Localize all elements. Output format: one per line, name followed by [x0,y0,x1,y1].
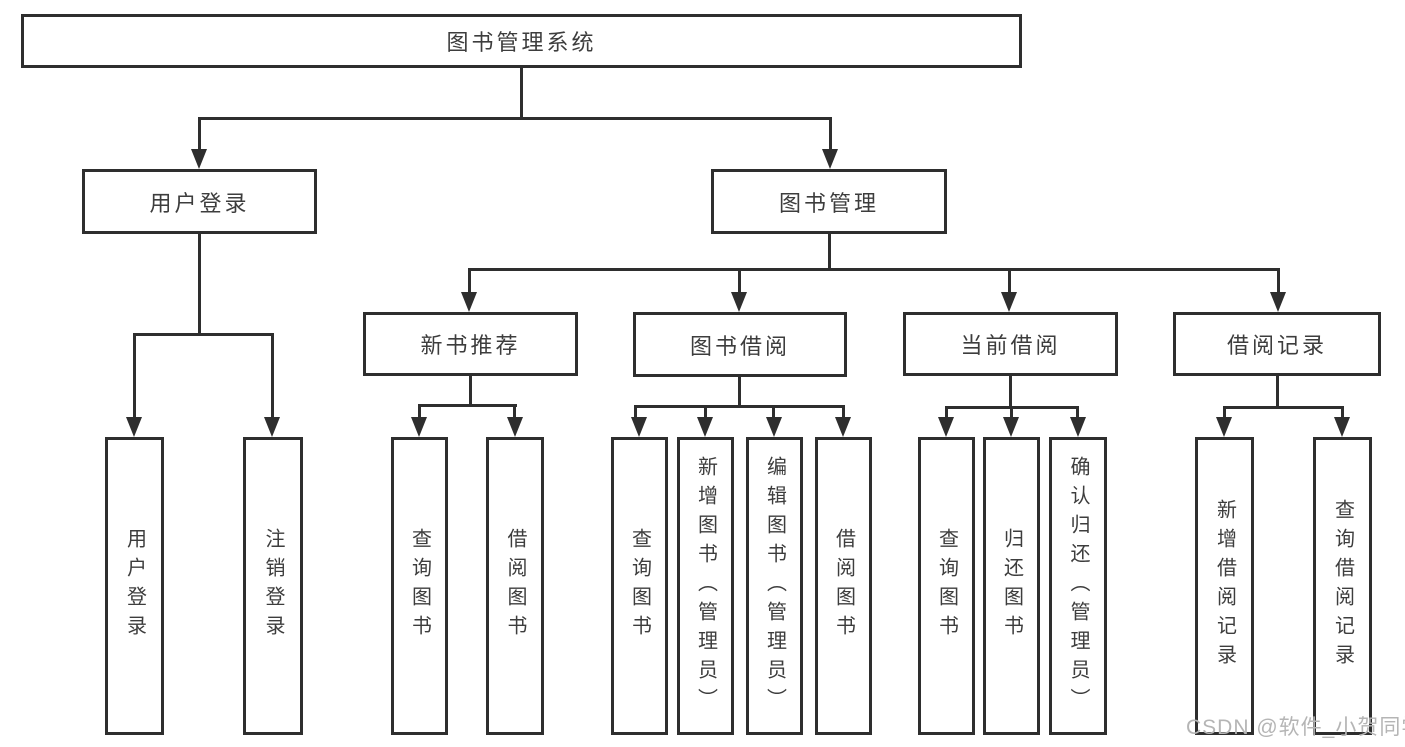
leaf-label: 查询图书 [408,528,431,644]
arrowhead-add-books [697,417,713,437]
connector-borrowing-records-rail [1223,406,1344,409]
arrowhead-book-management [822,149,838,169]
leaf-edit-books-admin: 编辑图书（管理员） [746,437,803,735]
connector-drop-borrowing-records [1277,268,1280,294]
leaf-label: 借阅图书 [504,528,526,644]
node-label: 借阅记录 [1226,333,1327,358]
arrowhead-borrow-books-recommend [507,417,523,437]
connector-drop-borrow-books-borrowing [842,405,845,421]
connector-drop-query-record [1341,406,1344,421]
arrowhead-query-record [1334,417,1350,437]
leaf-label: 查询图书 [628,528,651,644]
connector-level2-rail [468,268,1280,271]
leaf-add-borrow-record: 新增借阅记录 [1195,437,1254,735]
connector-new-book-rail [418,404,517,407]
connector-drop-borrow-books-recommend [513,404,516,421]
connector-new-book-stem [469,376,472,407]
leaf-query-books-recommend: 查询图书 [391,437,448,735]
leaf-query-books-current: 查询图书 [918,437,975,735]
connector-drop-confirm-return [1076,406,1079,421]
connector-level1-rail [198,117,832,120]
leaf-borrow-books-borrowing: 借阅图书 [815,437,872,735]
connector-drop-new-book [468,268,471,294]
leaf-label: 确认归还（管理员） [1067,455,1089,717]
leaf-label: 注销登录 [262,528,284,644]
arrowhead-current-borrowing [1001,292,1017,312]
connector-drop-return-books [1010,406,1013,421]
arrowhead-add-record [1216,417,1232,437]
node-new-book-recommendation: 新书推荐 [363,312,578,376]
leaf-label: 新增借阅记录 [1213,499,1236,673]
leaf-label: 查询图书 [935,528,958,644]
arrowhead-confirm-return [1070,417,1086,437]
leaf-logout: 注销登录 [243,437,303,735]
connector-drop-current-borrowing [1008,268,1011,294]
connector-drop-user-login [198,117,201,152]
connector-current-borrowing-stem [1009,376,1012,408]
leaf-label: 查询借阅记录 [1331,499,1354,673]
arrowhead-user-login [191,149,207,169]
leaf-label: 新增图书（管理员） [694,455,717,717]
leaf-confirm-return-admin: 确认归还（管理员） [1049,437,1107,735]
arrowhead-query-books-current [938,417,954,437]
connector-drop-leaf-logout [271,333,274,421]
node-book-borrowing: 图书借阅 [633,312,847,377]
leaf-label: 归还图书 [1000,528,1023,644]
leaf-query-books-borrowing: 查询图书 [611,437,668,735]
leaf-add-books-admin: 新增图书（管理员） [677,437,734,735]
connector-drop-query-books-borrowing [634,405,637,421]
leaf-label: 编辑图书（管理员） [763,455,786,717]
arrowhead-query-books-borrowing [631,417,647,437]
arrowhead-leaf-logout [264,417,280,437]
arrowhead-return-books [1003,417,1019,437]
node-current-borrowing: 当前借阅 [903,312,1118,376]
arrowhead-leaf-login [126,417,142,437]
connector-book-borrowing-rail [634,405,845,408]
node-label: 当前借阅 [960,333,1061,358]
arrowhead-borrow-books-borrowing [835,417,851,437]
connector-book-borrowing-stem [738,377,741,407]
connector-drop-query-books-recommend [418,404,421,421]
node-label: 图书借阅 [689,333,790,359]
arrowhead-borrowing-records [1270,292,1286,312]
leaf-label: 借阅图书 [832,528,855,644]
node-borrowing-records: 借阅记录 [1173,312,1381,376]
node-label: 图书管理 [778,190,879,216]
connector-drop-book-borrowing [738,268,741,294]
arrowhead-new-book [461,292,477,312]
connector-root-stem [520,68,523,120]
connector-drop-book-management [829,117,832,152]
connector-user-login-stem [198,234,201,335]
leaf-query-borrow-record: 查询借阅记录 [1313,437,1372,735]
connector-drop-leaf-login [133,333,136,421]
arrowhead-edit-books [766,417,782,437]
csdn-watermark: CSDN @软件_小贺同学 [1186,716,1405,739]
connector-user-login-rail [133,333,274,336]
node-label: 用户登录 [149,190,250,216]
node-label: 新书推荐 [420,333,521,358]
node-label: 图书管理系统 [446,30,597,55]
connector-book-management-stem [828,234,831,270]
node-library-management-system: 图书管理系统 [21,14,1022,68]
connector-drop-edit-books [772,405,775,421]
connector-drop-query-books-current [945,406,948,421]
leaf-label: 用户登录 [123,528,146,644]
arrowhead-query-books-recommend [411,417,427,437]
arrowhead-book-borrowing [731,292,747,312]
node-user-login: 用户登录 [82,169,317,234]
connector-borrowing-records-stem [1276,376,1279,408]
leaf-return-books: 归还图书 [983,437,1040,735]
leaf-borrow-books-recommend: 借阅图书 [486,437,544,735]
node-book-management: 图书管理 [711,169,947,234]
leaf-user-login: 用户登录 [105,437,164,735]
connector-drop-add-record [1223,406,1226,421]
connector-drop-add-books [704,405,707,421]
